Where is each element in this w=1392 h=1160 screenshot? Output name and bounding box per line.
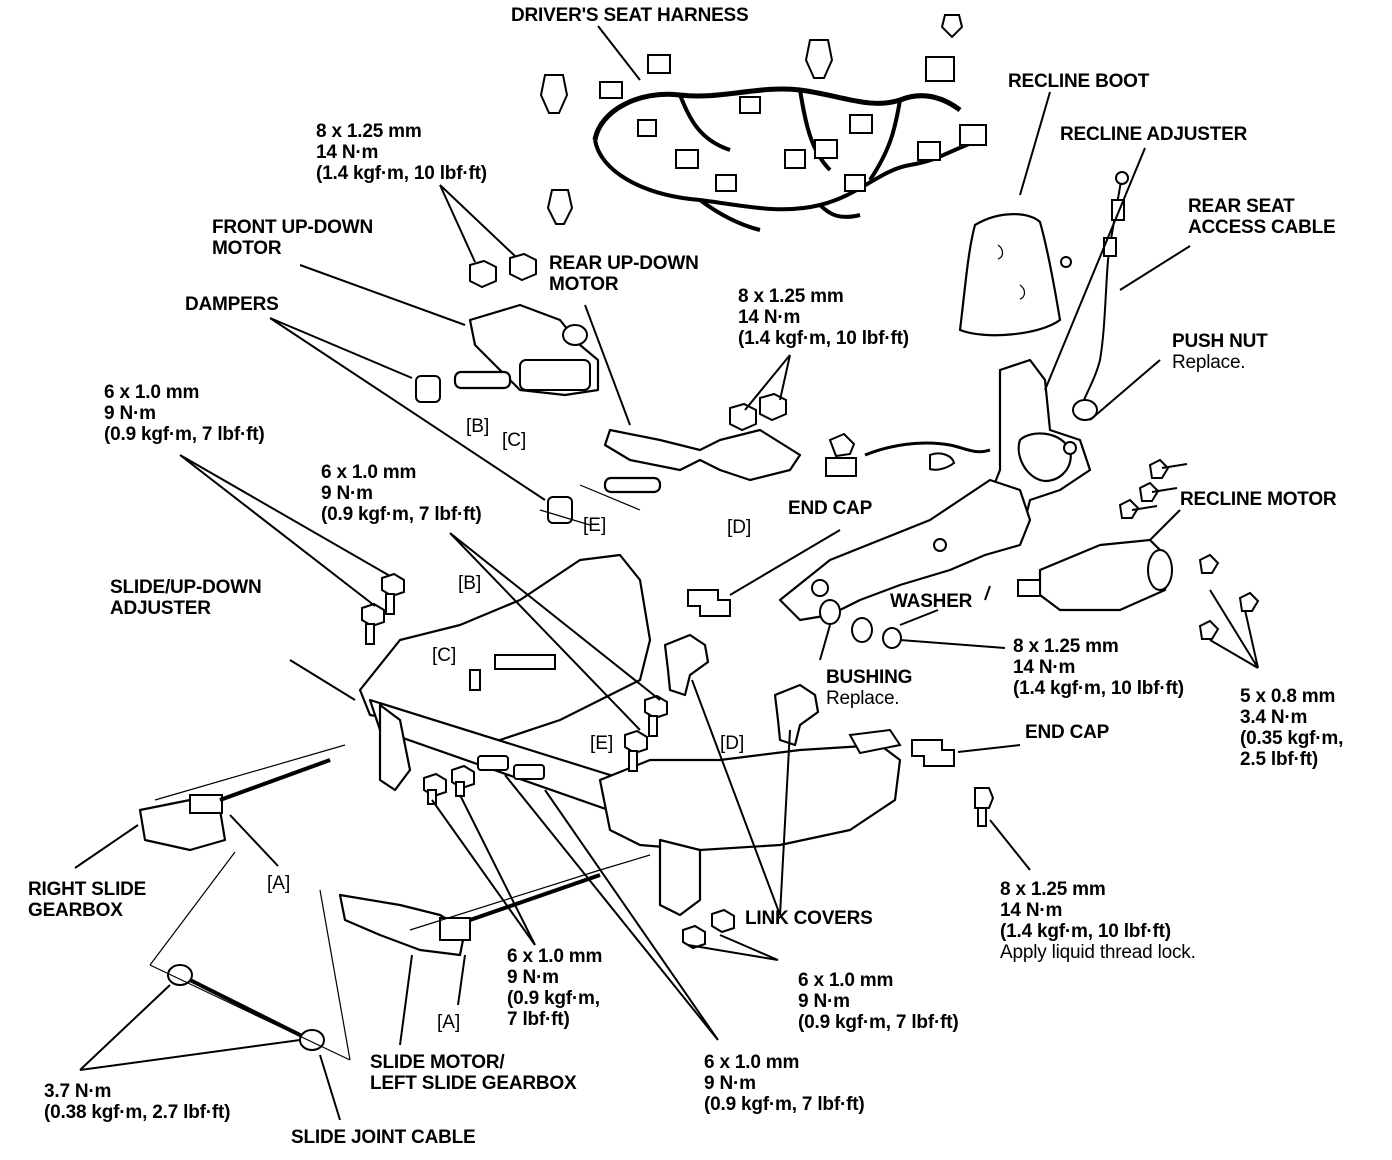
- spec-front-motor-nuts: 8 x 1.25 mm 14 N·m (1.4 kgf·m, 10 lbf·ft…: [316, 121, 487, 184]
- label-washer: WASHER: [890, 591, 973, 612]
- damper-rear: [547, 496, 573, 524]
- ref-e-mid: [E]: [590, 733, 614, 754]
- ref-d-mid: [D]: [720, 733, 745, 754]
- end-cap-right: [911, 739, 955, 767]
- ref-c-mid: [C]: [432, 645, 457, 666]
- ref-a-left: [A]: [267, 873, 291, 894]
- ref-b-top: [B]: [466, 416, 490, 437]
- front-up-down-motor: [453, 252, 600, 397]
- recline-motor: [1017, 538, 1173, 612]
- label-right-slide-gearbox: RIGHT SLIDE GEARBOX: [28, 879, 147, 921]
- label-link-covers: LINK COVERS: [745, 908, 873, 929]
- spec-slide-joint-cable-nuts: 3.7 N·m (0.38 kgf·m, 2.7 lbf·ft): [44, 1081, 231, 1123]
- damper-front: [415, 375, 441, 403]
- label-front-up-down-motor: FRONT UP-DOWN MOTOR: [212, 217, 373, 259]
- ref-a-bottom: [A]: [437, 1012, 461, 1033]
- end-cap-top: [687, 589, 731, 617]
- spec-rail-mount-bolts: 6 x 1.0 mm 9 N·m (0.9 kgf·m, 7 lbf·ft): [798, 970, 959, 1033]
- spec-gearbox-bolts: 6 x 1.0 mm 9 N·m (0.9 kgf·m, 7 lbf·ft): [507, 946, 603, 1030]
- rear-up-down-motor: [603, 392, 802, 494]
- link-cover-right: [773, 683, 820, 747]
- leader-lines: [74, 25, 1259, 1121]
- ref-e-top: [E]: [583, 515, 607, 536]
- label-rear-up-down-motor: REAR UP-DOWN MOTOR: [549, 253, 699, 295]
- bushing: [819, 599, 841, 625]
- spec-recline-motor-bolts: 5 x 0.8 mm 3.4 N·m (0.35 kgf·m, 2.5 lbf·…: [1240, 686, 1344, 770]
- ref-d-top: [D]: [727, 517, 752, 538]
- label-recline-boot: RECLINE BOOT: [1008, 71, 1150, 92]
- adjuster-bolts: [361, 572, 995, 950]
- ref-c-top: [C]: [502, 430, 527, 451]
- spec-rail-bolt: 8 x 1.25 mm 14 N·m (1.4 kgf·m, 10 lbf·ft…: [1000, 879, 1196, 963]
- label-slide-up-down-adjuster: SLIDE/UP-DOWN ADJUSTER: [110, 577, 262, 619]
- label-slide-joint-cable: SLIDE JOINT CABLE: [291, 1127, 476, 1148]
- slide-motor-left-gearbox: [338, 873, 601, 957]
- label-end-cap-top: END CAP: [788, 498, 873, 519]
- label-recline-adjuster: RECLINE ADJUSTER: [1060, 124, 1248, 145]
- right-slide-gearbox: [138, 758, 331, 852]
- slide-joint-cable: [167, 964, 325, 1051]
- label-drivers-seat-harness: DRIVER'S SEAT HARNESS: [511, 5, 749, 26]
- label-end-cap-right: END CAP: [1025, 722, 1110, 743]
- label-push-nut: PUSH NUT Replace.: [1172, 331, 1268, 373]
- link-cover-left: [663, 633, 710, 697]
- spec-recline-pivot-nut: 8 x 1.25 mm 14 N·m (1.4 kgf·m, 10 lbf·ft…: [1013, 636, 1184, 699]
- drivers-seat-harness: [539, 14, 987, 232]
- label-rear-seat-access-cable: REAR SEAT ACCESS CABLE: [1188, 196, 1336, 238]
- label-bushing: BUSHING Replace.: [826, 667, 913, 709]
- recline-boot: [958, 213, 1062, 337]
- label-dampers: DAMPERS: [185, 294, 279, 315]
- spec-adjuster-bolts-left: 6 x 1.0 mm 9 N·m (0.9 kgf·m, 7 lbf·ft): [104, 382, 265, 445]
- spec-rear-motor-nuts: 8 x 1.25 mm 14 N·m (1.4 kgf·m, 10 lbf·ft…: [738, 286, 909, 349]
- spec-bottom-center-bolts: 6 x 1.0 mm 9 N·m (0.9 kgf·m, 7 lbf·ft): [704, 1052, 865, 1115]
- spec-adjuster-bolts-center: 6 x 1.0 mm 9 N·m (0.9 kgf·m, 7 lbf·ft): [321, 462, 482, 525]
- label-slide-motor-left-gearbox: SLIDE MOTOR/ LEFT SLIDE GEARBOX: [370, 1052, 577, 1094]
- washer: [851, 617, 873, 643]
- label-recline-motor: RECLINE MOTOR: [1180, 489, 1337, 510]
- recline-bolts: [1060, 256, 1260, 640]
- recline-frame: [778, 478, 1032, 622]
- ref-b-mid: [B]: [458, 573, 482, 594]
